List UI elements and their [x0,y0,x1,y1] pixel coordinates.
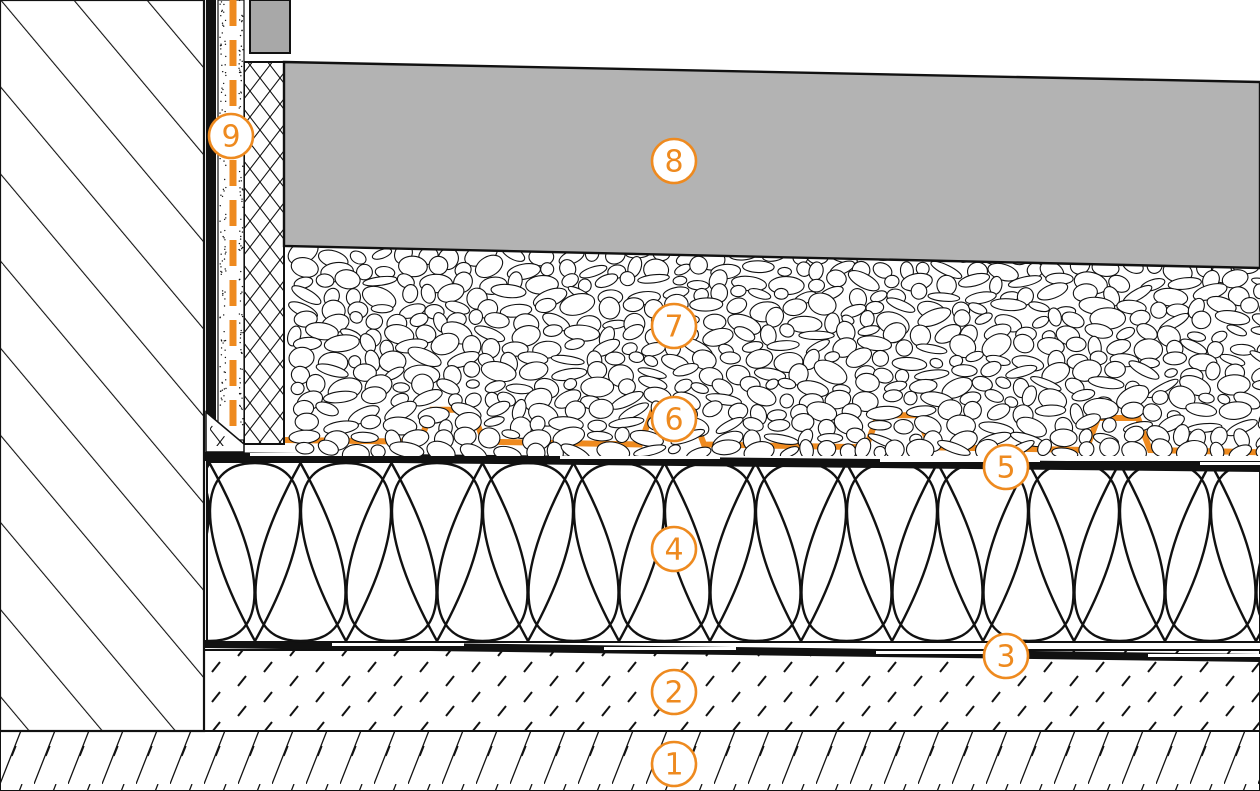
callout-7-label: 7 [664,310,683,345]
callout-1: 1 [650,740,698,788]
callout-3-label: 3 [996,640,1015,675]
screed-layer [203,649,1260,732]
callout-4-label: 4 [664,533,683,568]
edge-insulation-strip [243,61,285,445]
vapour-barrier-gaps [332,643,1260,657]
callout-9: 9 [207,112,255,160]
paving-slab [282,60,1260,270]
callout-2: 2 [650,668,698,716]
callout-6: 6 [650,395,698,443]
wall [0,0,206,733]
callout-8-label: 8 [664,145,683,180]
callout-8: 8 [650,137,698,185]
callout-4: 4 [650,525,698,573]
insulation-board [206,461,1260,643]
callout-5: 5 [982,443,1030,491]
callout-1-label: 1 [664,748,683,783]
callout-3: 3 [982,632,1030,680]
upstand-waterproofing [206,0,216,440]
base-slab [0,730,1260,791]
upstand-dots [219,0,244,426]
membrane-gaps [250,453,1260,465]
callout-5-label: 5 [996,451,1015,486]
upstand-foot-fill [210,424,236,446]
callout-2-label: 2 [664,676,683,711]
callout-9-label: 9 [221,120,240,155]
callout-6-label: 6 [664,403,683,438]
upstand-block [249,0,291,54]
callout-7: 7 [650,302,698,350]
gravel-fill [287,246,1260,456]
